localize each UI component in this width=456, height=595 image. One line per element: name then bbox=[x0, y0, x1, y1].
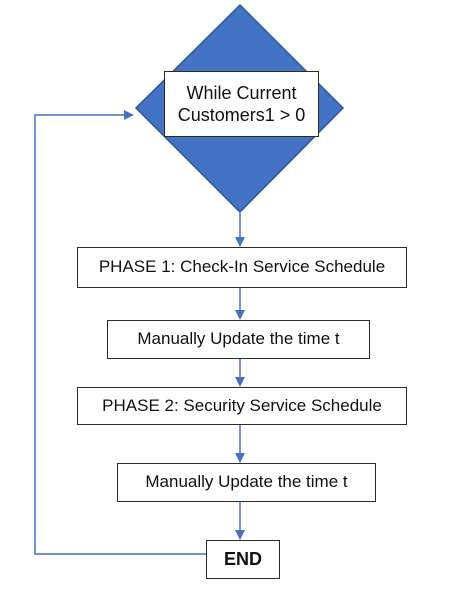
update-time-step-2: Manually Update the time t bbox=[117, 463, 376, 502]
loop-back-connector bbox=[34, 110, 206, 555]
phase2-step: PHASE 2: Security Service Schedule bbox=[77, 387, 407, 425]
end-terminal: END bbox=[206, 540, 280, 579]
update-time-step-1: Manually Update the time t bbox=[107, 320, 370, 359]
decision-label: While Current Customers1 > 0 bbox=[164, 71, 319, 137]
phase1-step: PHASE 1: Check-In Service Schedule bbox=[77, 247, 407, 288]
